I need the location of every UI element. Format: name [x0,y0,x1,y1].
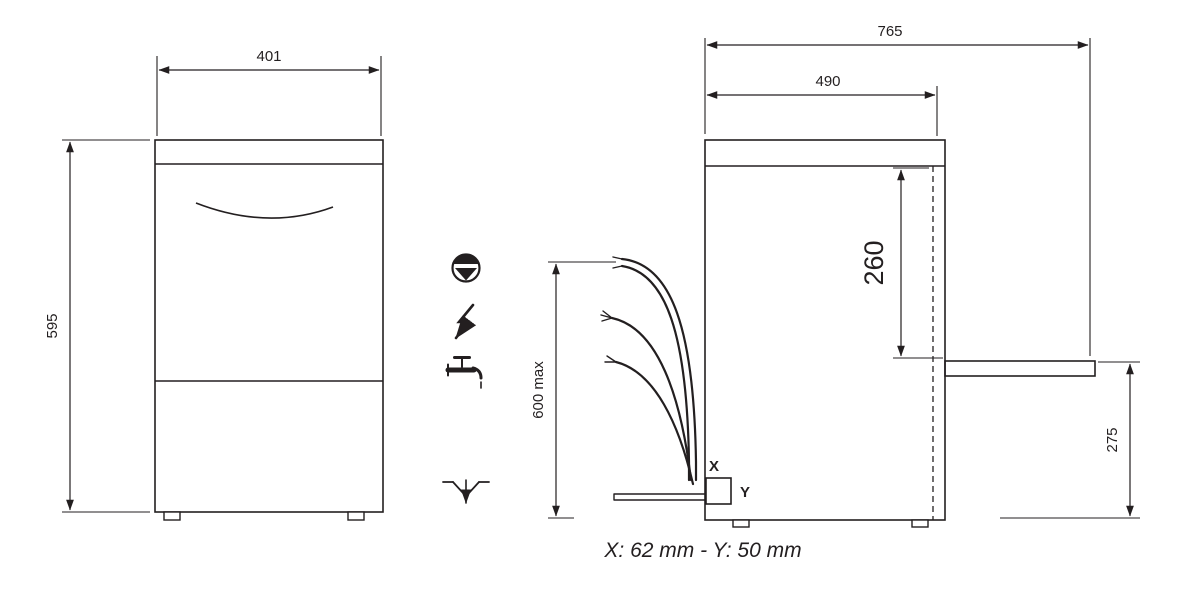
dim-total-depth: 765 [704,23,1091,356]
dim-extension-lines [156,56,382,136]
worktop-height-label: 275 [1104,427,1121,452]
front-view [154,139,384,521]
power-cable [610,316,693,482]
dim-hose-height: 600 max [530,261,616,519]
dim-extension-lines [548,261,616,519]
hose-end-cap [612,256,623,269]
connection-inlet-box [705,477,732,505]
front-width-label: 401 [256,48,281,65]
body-depth-label: 490 [815,73,840,90]
hose-frayed-end [604,355,617,363]
drain-icon [442,479,490,504]
hoses-and-cables [600,256,707,501]
open-door-worktop [944,360,1096,377]
drain-pump-icon [451,253,481,283]
dim-door-opening: 260 [859,167,943,359]
connection-box: X Y [705,458,750,505]
front-right-foot [347,511,365,521]
front-door-handle-curve [195,202,334,219]
cable-frayed-end [600,310,613,322]
dim-front-width: 401 [156,48,382,136]
front-height-label: 595 [44,313,61,338]
hose-height-label: 600 max [530,361,547,419]
drain-hose [620,257,698,482]
front-left-foot [163,511,181,521]
side-cabinet-outline [704,139,946,521]
side-view [704,139,1096,528]
side-front-foot [732,519,750,528]
connection-x-label: X [709,458,719,475]
dim-body-depth: 490 [706,73,938,136]
electrical-connection-icon [454,303,477,340]
side-rear-foot [911,519,929,528]
total-depth-label: 765 [877,23,902,40]
dim-extension-lines [62,139,150,513]
drain-hose-inner [620,264,691,482]
xy-dimensions-note: X: 62 mm - Y: 50 mm [603,539,801,562]
dim-extension-lines [704,38,1091,356]
dim-worktop-height: 275 [1000,361,1140,519]
dim-extension-lines [1000,361,1140,519]
dim-front-height: 595 [44,139,150,513]
water-inlet-icon [445,356,483,389]
dim-extension-lines [893,167,943,359]
front-cabinet-outline [154,139,384,513]
floor-drain-pipe [613,493,707,501]
connection-y-label: Y [740,484,750,501]
door-opening-label: 260 [859,240,889,285]
inlet-hose [614,360,695,486]
